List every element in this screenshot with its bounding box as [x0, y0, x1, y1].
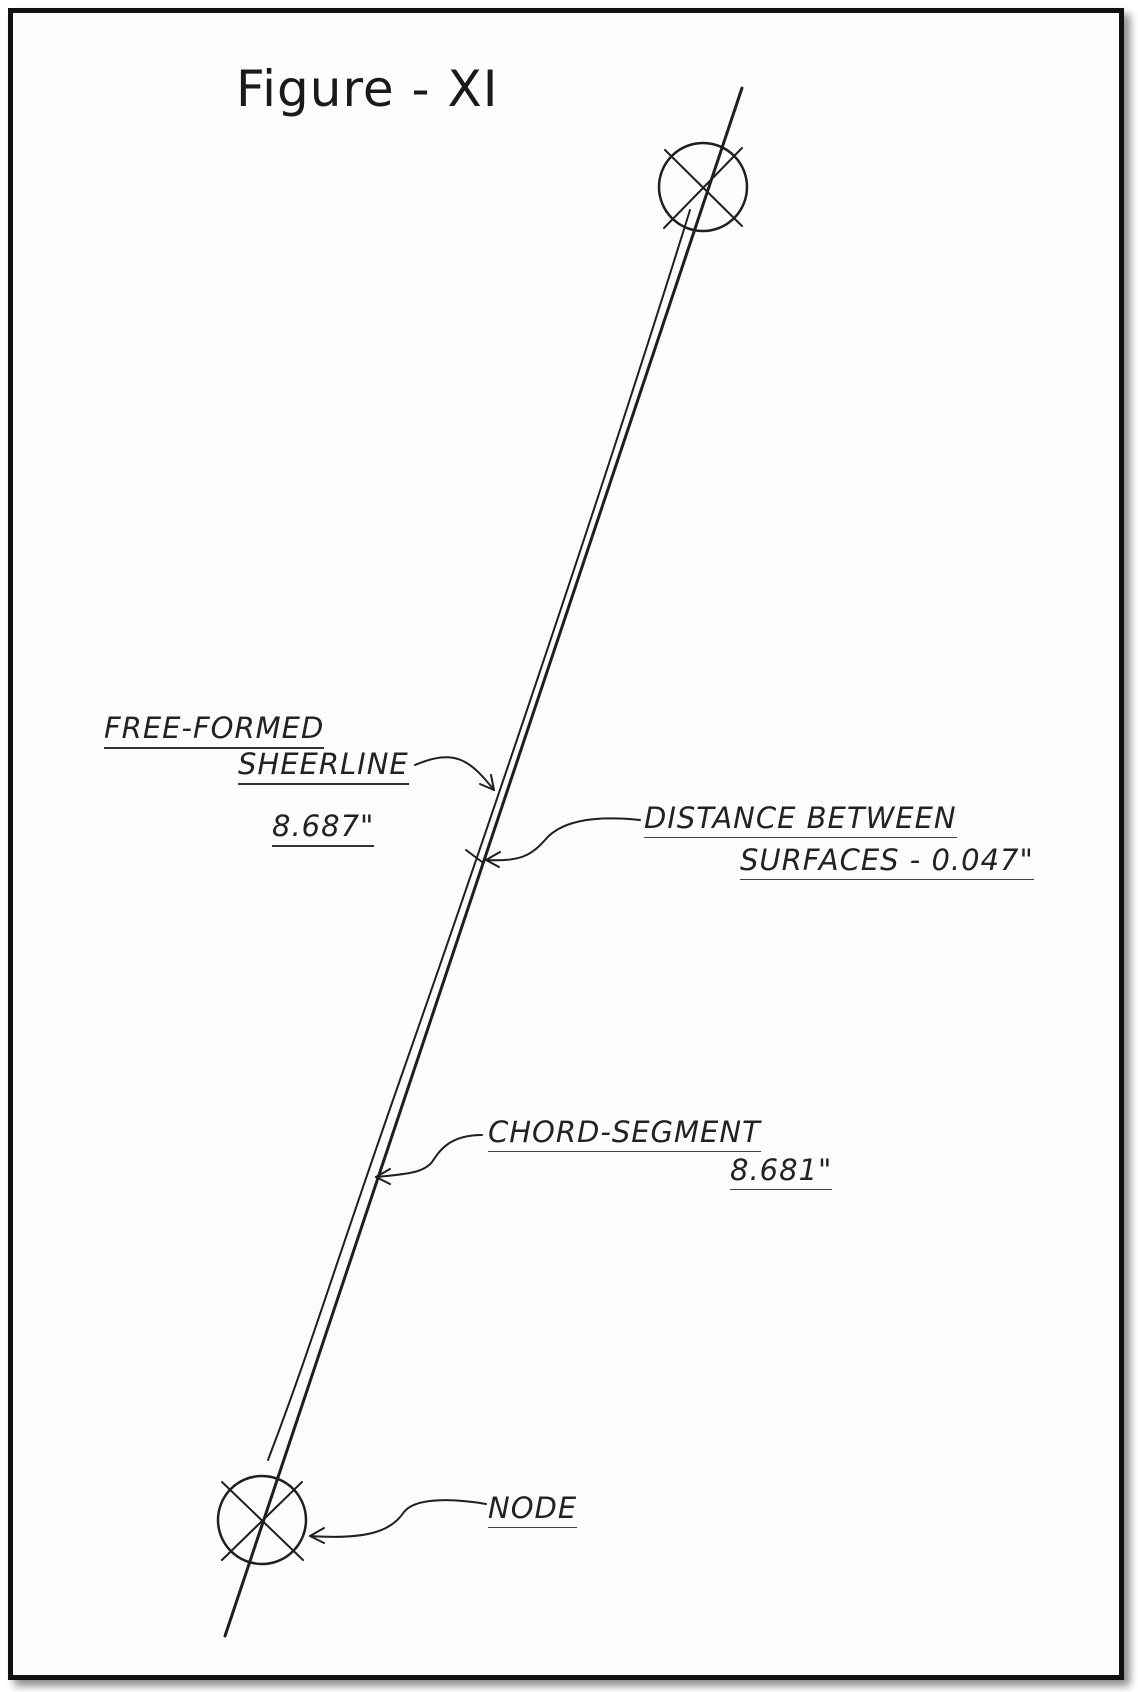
top-node-symbol	[657, 141, 749, 233]
sheerline-label-line1: FREE-FORMED	[104, 714, 325, 749]
distance-leader-arrow	[465, 817, 641, 868]
sheerline-length-value: 8.687"	[272, 812, 375, 847]
bottom-node-symbol	[216, 1474, 308, 1566]
chord-leader-arrow	[375, 1134, 483, 1185]
chord-segment-label: CHORD-SEGMENT	[488, 1118, 761, 1152]
figure-frame	[8, 8, 1124, 1680]
chord-segment-length-value: 8.681"	[730, 1156, 833, 1190]
distance-label-line1: DISTANCE BETWEEN	[644, 804, 957, 838]
distance-label-line2: SURFACES - 0.047"	[740, 846, 1034, 880]
figure-title: Figure - XI	[236, 60, 499, 118]
chord-segment-line	[223, 86, 744, 1638]
sheerline-curve	[267, 209, 691, 1461]
sheerline-leader-arrow	[414, 756, 495, 791]
sheerline-label-line2: SHEERLINE	[238, 750, 409, 785]
node-label: NODE	[488, 1494, 578, 1528]
node-leader-arrow	[309, 1499, 487, 1544]
